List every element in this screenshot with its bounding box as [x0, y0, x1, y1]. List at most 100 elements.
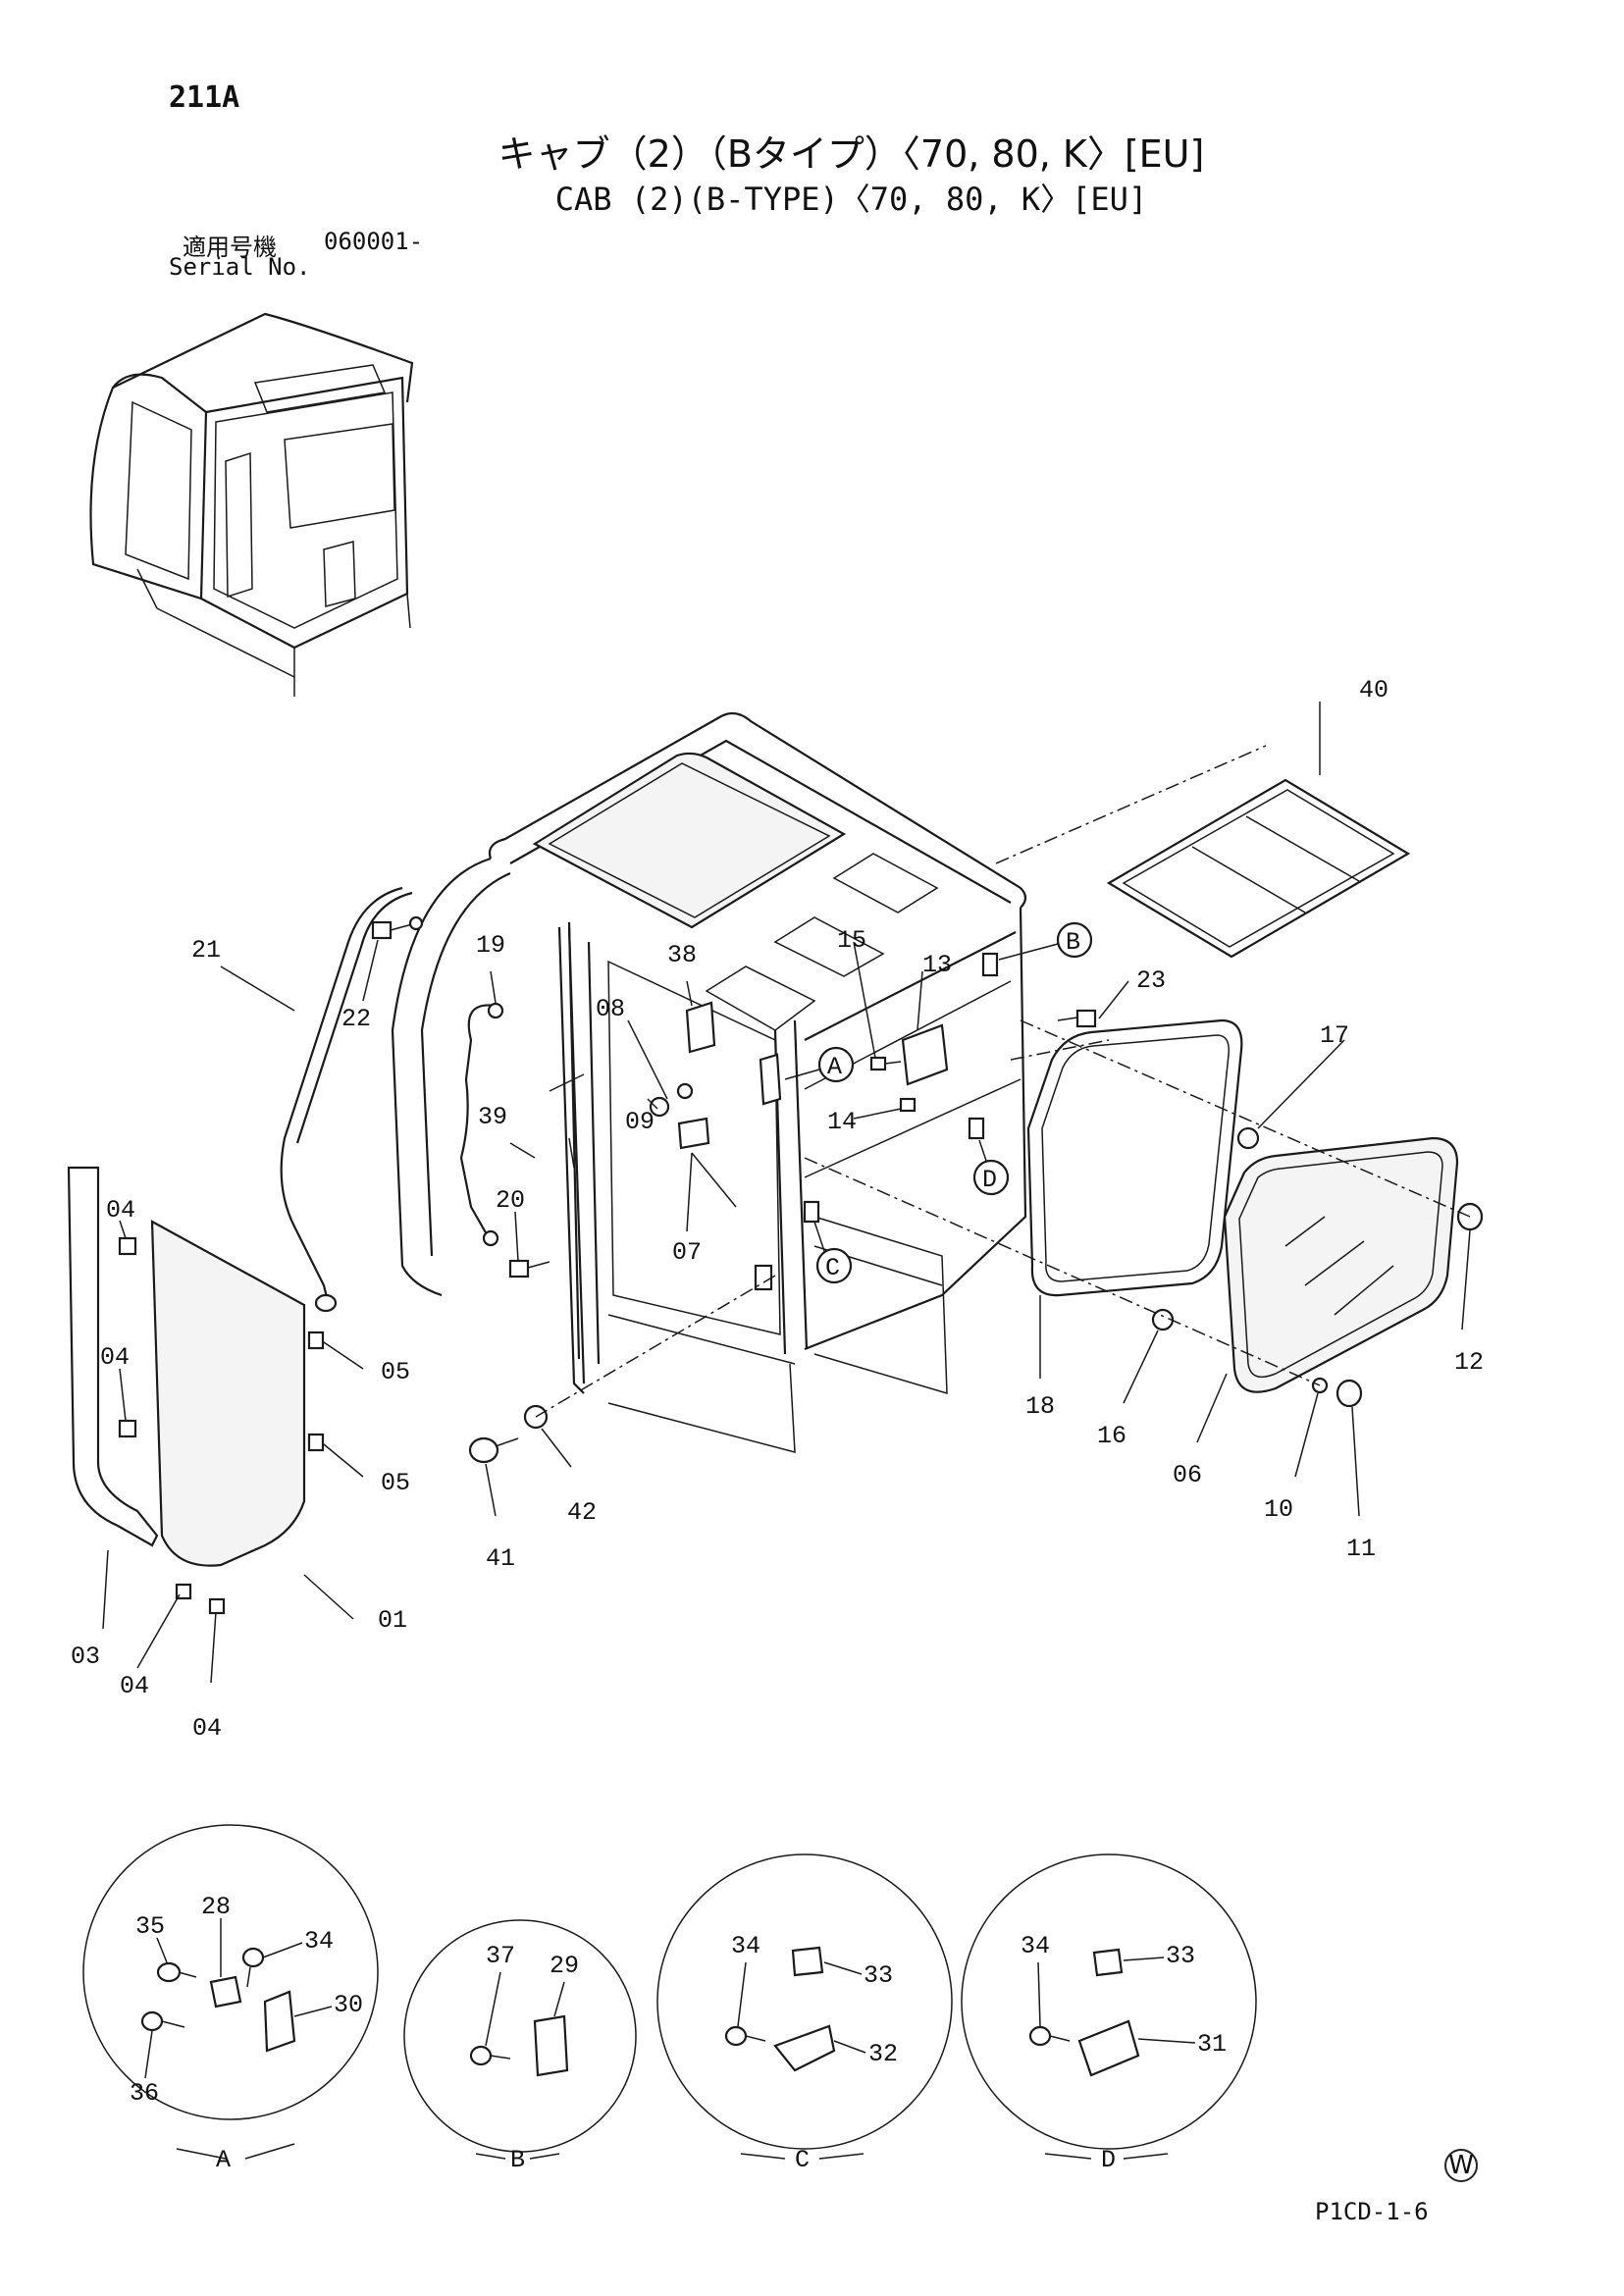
callout-09: 09 — [625, 1108, 655, 1136]
svg-text:32: 32 — [868, 2040, 898, 2068]
bracket-13 — [901, 1023, 949, 1086]
svg-text:34: 34 — [1021, 1932, 1050, 1960]
handrails — [280, 886, 586, 1394]
bolt-34-c — [724, 2025, 766, 2047]
bolt-35 — [156, 1961, 197, 1983]
svg-text:33: 33 — [1166, 1942, 1195, 1970]
svg-text:34: 34 — [304, 1927, 334, 1956]
seal-17 — [1236, 1126, 1260, 1150]
bolt-08-09 — [649, 1082, 694, 1118]
svg-text:30: 30 — [334, 1991, 363, 2019]
callout-12: 12 — [1454, 1348, 1484, 1377]
bolt-36 — [140, 2010, 185, 2032]
serial-label-english: Serial No. — [169, 253, 311, 281]
title-english: CAB (2)(B-TYPE)〈70, 80, K〉[EU] — [554, 181, 1148, 218]
reference-marks: A B C D — [784, 921, 1093, 1284]
bracket-29 — [533, 2014, 569, 2077]
ref-mark-a — [817, 1046, 855, 1083]
bolt-23 — [1057, 1009, 1097, 1028]
page-number: 211A — [169, 80, 240, 115]
bolt-14 — [899, 1097, 917, 1113]
overview-cab-illustration — [89, 312, 414, 697]
handrail-21 — [280, 886, 403, 1306]
bolt-34-a — [241, 1947, 265, 1988]
svg-text:D: D — [1101, 2146, 1116, 2174]
latch-07 — [677, 1117, 710, 1150]
svg-text:A: A — [216, 2146, 231, 2174]
callout-04-c: 04 — [120, 1672, 149, 1700]
callout-22: 22 — [341, 1005, 371, 1033]
serial-number-value: 060001- — [324, 228, 424, 255]
hinge-b — [981, 952, 999, 977]
callout-23: 23 — [1136, 966, 1166, 995]
svg-text:35: 35 — [135, 1912, 165, 1941]
door-glass-01 — [150, 1220, 306, 1567]
callout-39: 39 — [478, 1103, 507, 1131]
callout-41: 41 — [486, 1544, 515, 1573]
document-code: P1CD-1-6 — [1315, 2198, 1429, 2225]
callout-20: 20 — [496, 1186, 525, 1215]
svg-text:A: A — [827, 1053, 842, 1081]
bolt-20 — [508, 1259, 550, 1278]
svg-text:33: 33 — [864, 1961, 893, 1990]
callout-04-d: 04 — [192, 1714, 222, 1743]
callout-19: 19 — [476, 931, 505, 960]
svg-text:B: B — [1066, 928, 1080, 957]
bolt-34-d — [1028, 2025, 1071, 2047]
fasteners — [371, 915, 1097, 1464]
cab-body — [391, 711, 1027, 1453]
handle-19 — [459, 1004, 497, 1242]
bolt-37 — [469, 2045, 511, 2066]
callout-10: 10 — [1264, 1495, 1293, 1524]
clip-05-lower — [307, 1433, 325, 1452]
leader-lines — [102, 702, 1471, 1684]
callout-14: 14 — [827, 1108, 857, 1136]
callout-03: 03 — [71, 1643, 100, 1671]
seal-18 — [1026, 1018, 1243, 1297]
detail-c: C 34 33 32 — [656, 1853, 953, 2174]
cap-11 — [1336, 1379, 1363, 1408]
seal-03 — [67, 1166, 159, 1547]
svg-text:28: 28 — [201, 1893, 231, 1921]
bolt-41 — [468, 1436, 519, 1464]
clip-04-middle — [118, 1419, 137, 1438]
serial-label-japanese: 適用号機 — [183, 234, 277, 261]
clip-05-upper — [307, 1331, 325, 1350]
bolt-15 — [869, 1056, 902, 1071]
svg-text:B: B — [510, 2146, 525, 2174]
callout-17: 17 — [1320, 1021, 1349, 1050]
callout-38: 38 — [667, 941, 697, 969]
callout-04-a: 04 — [106, 1196, 135, 1225]
callout-07: 07 — [672, 1238, 702, 1267]
callout-06: 06 — [1173, 1461, 1202, 1489]
detail-b: B 37 29 — [403, 1919, 637, 2174]
svg-text:34: 34 — [731, 1932, 760, 1960]
callout-labels: 40 21 22 19 39 20 38 08 09 07 15 13 14 2… — [71, 676, 1484, 1743]
callout-21: 21 — [191, 936, 221, 965]
roof-panel-40 — [1106, 778, 1411, 959]
hinge-32 — [773, 2024, 836, 2072]
hinge-30 — [263, 1990, 296, 2053]
clip-04-upper — [118, 1236, 137, 1256]
callout-16: 16 — [1097, 1422, 1126, 1450]
watermark-symbol: W — [1444, 2149, 1478, 2182]
callout-08: 08 — [596, 995, 625, 1023]
svg-text:D: D — [982, 1166, 997, 1194]
hinge-31 — [1077, 2019, 1140, 2077]
ref-mark-b — [1056, 921, 1093, 959]
svg-text:37: 37 — [486, 1942, 515, 1970]
bracket-38 — [685, 1001, 716, 1054]
bolt-22 — [371, 915, 424, 940]
callout-13: 13 — [922, 951, 952, 979]
callout-42: 42 — [567, 1498, 597, 1527]
svg-text:36: 36 — [130, 2079, 159, 2108]
block-28 — [209, 1975, 242, 2009]
clip-04-lower-b — [208, 1597, 226, 1615]
bar-39 — [557, 926, 585, 1394]
svg-text:C: C — [795, 2146, 810, 2174]
hinge-c — [803, 1200, 820, 1224]
door-glass-assembly — [67, 1166, 325, 1615]
clip-33-d — [1092, 1948, 1124, 1977]
callout-40: 40 — [1359, 676, 1388, 704]
